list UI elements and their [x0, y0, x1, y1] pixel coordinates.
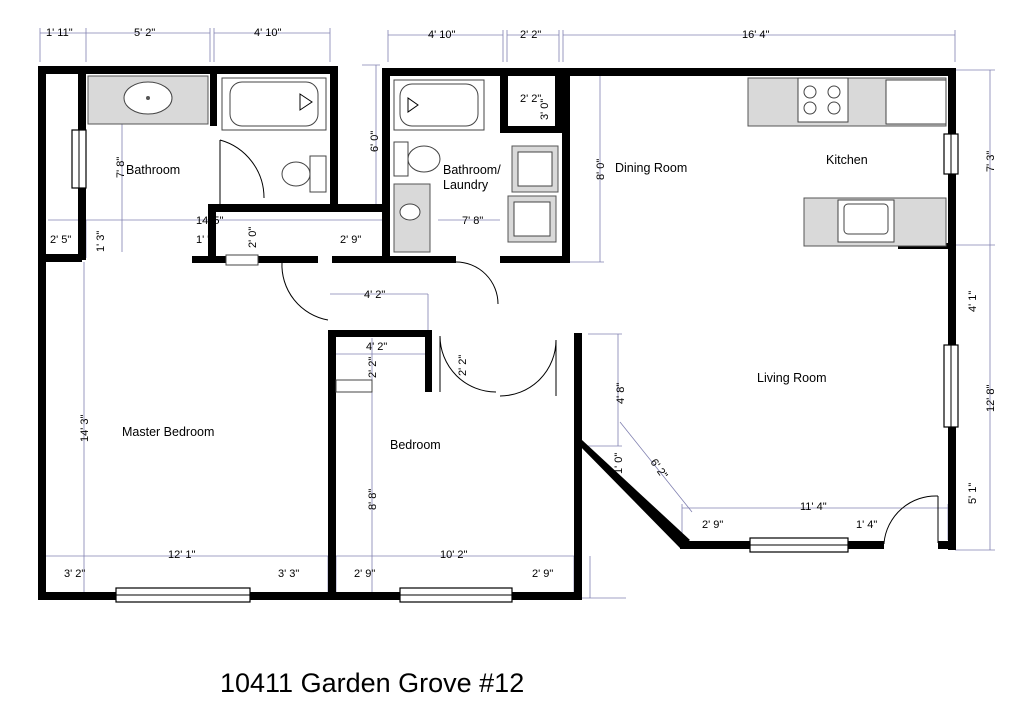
dim-label: 1' 0": [613, 453, 625, 474]
dim-label: 1' 3": [95, 231, 107, 252]
dim-label: 7' 8": [115, 157, 127, 178]
dim-label: 5' 1": [967, 483, 979, 504]
dim-label: 8' 8": [367, 489, 379, 510]
dim-label: 12' 8": [985, 384, 997, 412]
dim-label: 1' 11": [46, 27, 73, 39]
doors: [219, 139, 939, 544]
walls: [38, 66, 956, 600]
windows: [71, 129, 959, 603]
fixtures: [87, 75, 947, 253]
dryer-icon: [507, 195, 557, 243]
dim-label: 10' 2": [440, 549, 468, 561]
bathtub-icon: [393, 79, 485, 131]
dim-label: 4' 1": [967, 291, 979, 312]
room-label-bedroom: Bedroom: [390, 438, 441, 452]
dim-label: 4' 2": [366, 341, 387, 353]
dimension-labels: 1' 11" 5' 2" 4' 10" 4' 10" 2' 2" 16' 4" …: [46, 27, 997, 580]
dim-label: 12' 1": [168, 549, 196, 561]
door-swing-icon: [225, 254, 329, 321]
dim-label: 2' 2": [457, 355, 469, 376]
sink-icon: [837, 199, 895, 243]
dim-label: 2' 0": [247, 227, 259, 248]
dim-label: 7' 3": [985, 151, 997, 172]
dim-label: 4' 10": [428, 29, 456, 41]
door-swing-icon: [219, 139, 265, 205]
dimension-lines: [39, 28, 995, 600]
bathtub-icon: [221, 77, 327, 131]
room-label-dining-room: Dining Room: [615, 161, 687, 175]
dim-label: 5' 2": [134, 27, 155, 39]
dim-label: 3' 0": [539, 99, 551, 120]
dim-label: 7' 8": [462, 215, 483, 227]
plan-title: 10411 Garden Grove #12: [220, 668, 524, 698]
dim-label: 3' 2": [64, 568, 85, 580]
dim-label: 14' 3": [79, 414, 91, 442]
room-label-bathroom: Bathroom: [126, 163, 180, 177]
dim-label: 3' 3": [278, 568, 299, 580]
dim-label: 1' 4": [856, 519, 877, 531]
dim-label: 4' 2": [364, 289, 385, 301]
sink-icon: [393, 183, 431, 253]
stove-icon: [797, 77, 849, 123]
room-label-living-room: Living Room: [757, 371, 826, 385]
door-swing-icon: [883, 495, 939, 544]
dim-label: 2' 9": [340, 234, 361, 246]
dim-label: 6' 2": [648, 457, 670, 481]
toilet-icon: [281, 155, 327, 193]
dim-label: 4' 8": [615, 383, 627, 404]
dim-label: 2' 9": [702, 519, 723, 531]
room-label-master-bedroom: Master Bedroom: [122, 425, 214, 439]
dim-label: 8' 0": [595, 159, 607, 180]
room-label-bathroom-laundry: Bathroom/: [443, 163, 501, 177]
toilet-icon: [393, 141, 441, 177]
room-label-kitchen: Kitchen: [826, 153, 868, 167]
room-label-bathroom-laundry-2: Laundry: [443, 178, 489, 192]
washer-icon: [511, 145, 559, 193]
dim-label: 2' 9": [354, 568, 375, 580]
door-swing-icon: [455, 261, 499, 305]
dim-label: 2' 5": [50, 234, 71, 246]
dim-label: 1' ": [196, 234, 211, 246]
dim-label: 2' 9": [532, 568, 553, 580]
dim-label: 14' 5": [196, 215, 224, 227]
room-labels: Bathroom Bathroom/ Laundry Dining Room K…: [122, 153, 868, 452]
dim-label: 11' 4": [800, 501, 827, 513]
sink-icon: [87, 75, 209, 125]
dim-label: 6' 0": [369, 131, 381, 152]
dim-label: 4' 10": [254, 27, 282, 39]
dim-label: 2' 2": [520, 29, 541, 41]
dim-label: 2' 2": [367, 357, 379, 378]
dim-label: 16' 4": [742, 29, 770, 41]
door-swing-icon: [335, 335, 557, 397]
dim-label: 2' 2": [520, 93, 541, 105]
